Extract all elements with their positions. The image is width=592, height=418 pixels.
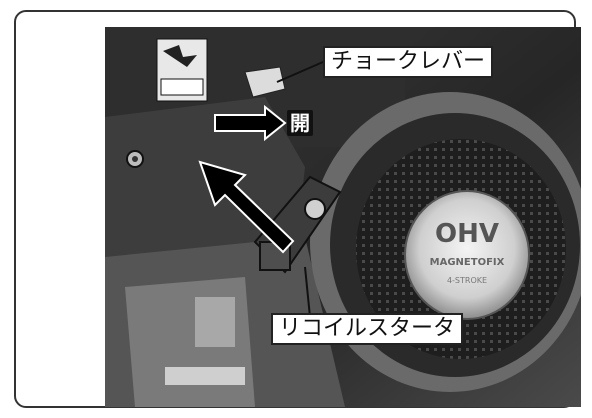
engine-photo: OHV MAGNETOFIX 4-STROKE xyxy=(105,27,581,407)
fuel-pipe xyxy=(165,367,245,385)
badge-sub: 4-STROKE xyxy=(447,276,487,285)
sticker-icon xyxy=(163,45,197,67)
choke-lever xyxy=(244,66,286,98)
engine-panel xyxy=(105,97,305,272)
badge-ohv: OHV xyxy=(435,219,499,249)
pull-arrow xyxy=(198,160,295,254)
starter-pivot xyxy=(304,198,326,220)
open-label: 開 xyxy=(287,110,313,136)
fuel-fitting xyxy=(125,277,255,407)
recoil-starter-label: リコイルスタータ xyxy=(271,313,464,345)
recoil-leader-line xyxy=(304,266,311,318)
choke-leader-line xyxy=(276,61,324,83)
sticker-box xyxy=(160,78,204,96)
bolt-center xyxy=(132,156,138,162)
engine-badge xyxy=(404,190,530,320)
badge-brand: MAGNETOFIX xyxy=(430,257,505,268)
fuel-valve xyxy=(195,297,235,347)
choke-lever-label: チョークレバー xyxy=(323,46,494,78)
open-arrow xyxy=(214,104,287,142)
